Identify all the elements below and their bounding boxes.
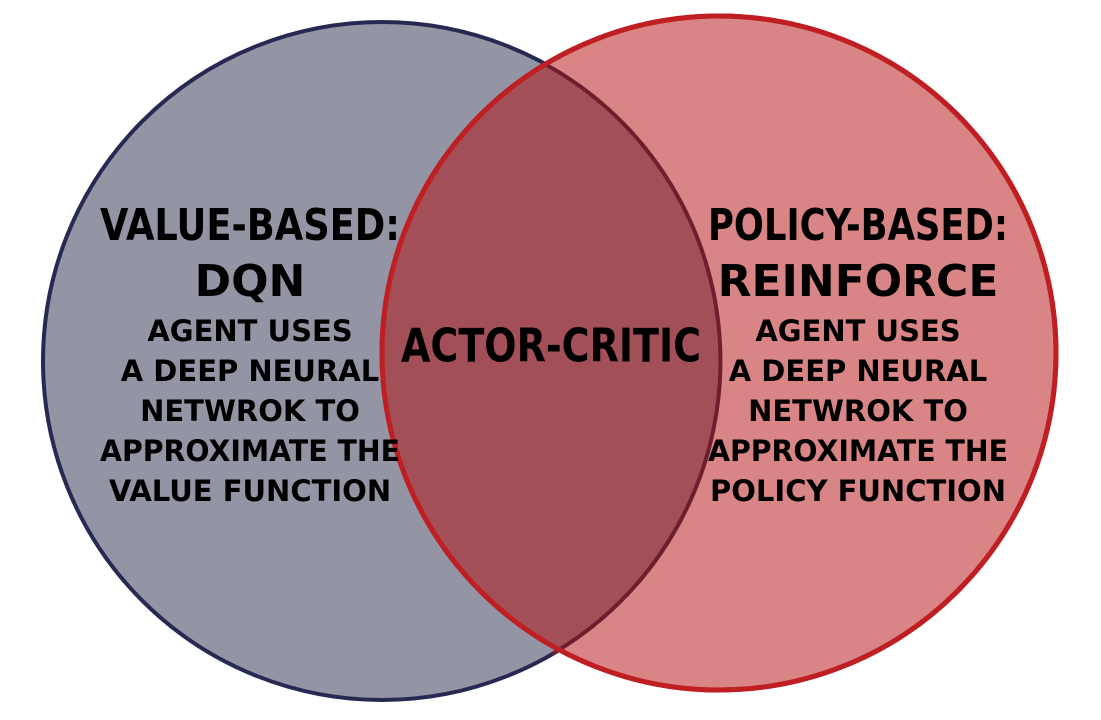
actor-critic-label: ACTOR-CRITIC: [401, 319, 701, 373]
value-based-desc-line-3: NETWROK TO: [140, 394, 360, 428]
policy-based-method: REINFORCE: [718, 256, 999, 307]
policy-based-desc-line-3: NETWROK TO: [748, 394, 968, 428]
value-based-title: VALUE-BASED:: [100, 200, 400, 251]
value-based-method: DQN: [195, 256, 306, 307]
value-based-desc-line-5: VALUE FUNCTION: [109, 474, 391, 508]
policy-based-circle-outline: [379, 13, 1059, 693]
policy-based-desc-line-4: APPROXIMATE THE: [708, 434, 1008, 468]
value-based-desc-line-1: AGENT USES: [147, 314, 352, 348]
policy-based-desc-line-5: POLICY FUNCTION: [710, 474, 1006, 508]
policy-based-title: POLICY-BASED:: [708, 200, 1008, 251]
value-based-desc-line-4: APPROXIMATE THE: [100, 434, 400, 468]
overlap-left-arc: [542, 61, 723, 656]
value-based-desc-line-2: A DEEP NEURAL: [121, 354, 379, 388]
policy-based-desc-line-2: A DEEP NEURAL: [729, 354, 987, 388]
policy-based-desc-line-1: AGENT USES: [755, 314, 960, 348]
